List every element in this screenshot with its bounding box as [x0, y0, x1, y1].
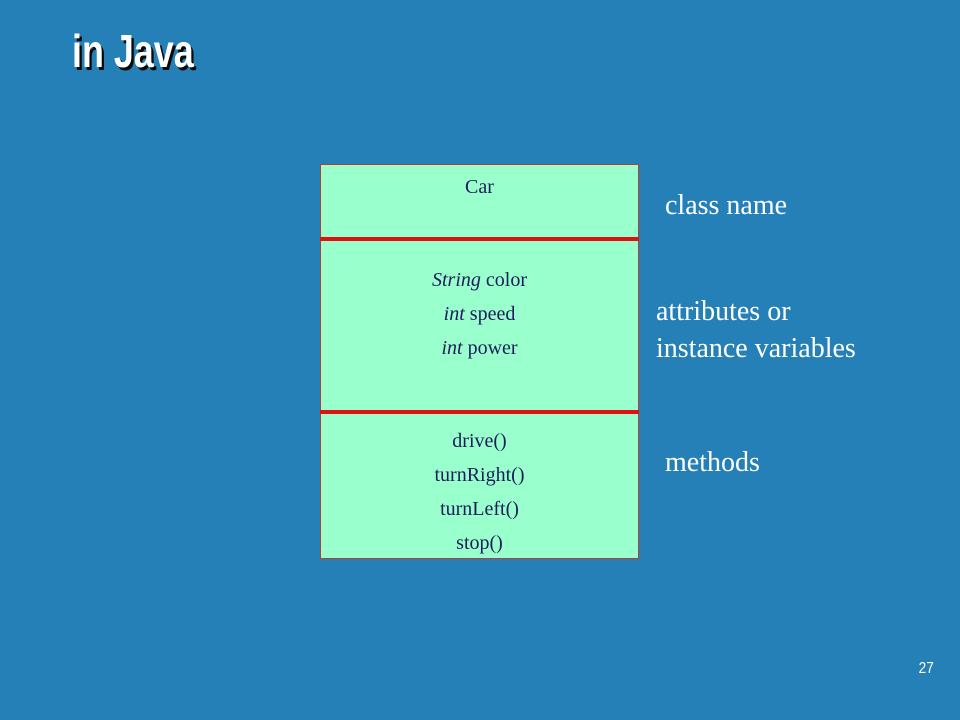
uml-class-box	[320, 164, 639, 559]
method-item: turnRight()	[434, 464, 525, 486]
attribute-type: int	[441, 337, 463, 359]
method-item: turnLeft()	[440, 498, 519, 520]
attribute-row: int power	[320, 331, 639, 365]
attribute-name: color	[485, 269, 527, 291]
slide-title: in Java	[72, 25, 194, 77]
attribute-name: speed	[469, 303, 516, 325]
method-item: stop()	[456, 532, 503, 554]
attribute-row: int speed	[320, 297, 639, 331]
page-number: 27	[918, 660, 934, 677]
methods-section: drive() turnRight() turnLeft() stop()	[320, 424, 639, 560]
attribute-row: String color	[320, 263, 639, 297]
attributes-methods-divider	[320, 410, 639, 414]
class-name-label: class name	[665, 190, 788, 221]
name-attributes-divider	[320, 237, 639, 241]
attributes-label-line2: instance variables	[656, 333, 856, 364]
attributes-section: String color int speed int power	[320, 263, 639, 365]
attribute-name: power	[467, 337, 518, 359]
class-name-section: Car	[320, 170, 639, 204]
method-item: drive()	[452, 430, 507, 452]
attributes-label-line1: attributes or	[656, 296, 791, 327]
methods-label: methods	[665, 447, 760, 478]
attribute-type: int	[443, 303, 465, 325]
class-name: Car	[465, 176, 494, 198]
attribute-type: String	[432, 269, 481, 291]
